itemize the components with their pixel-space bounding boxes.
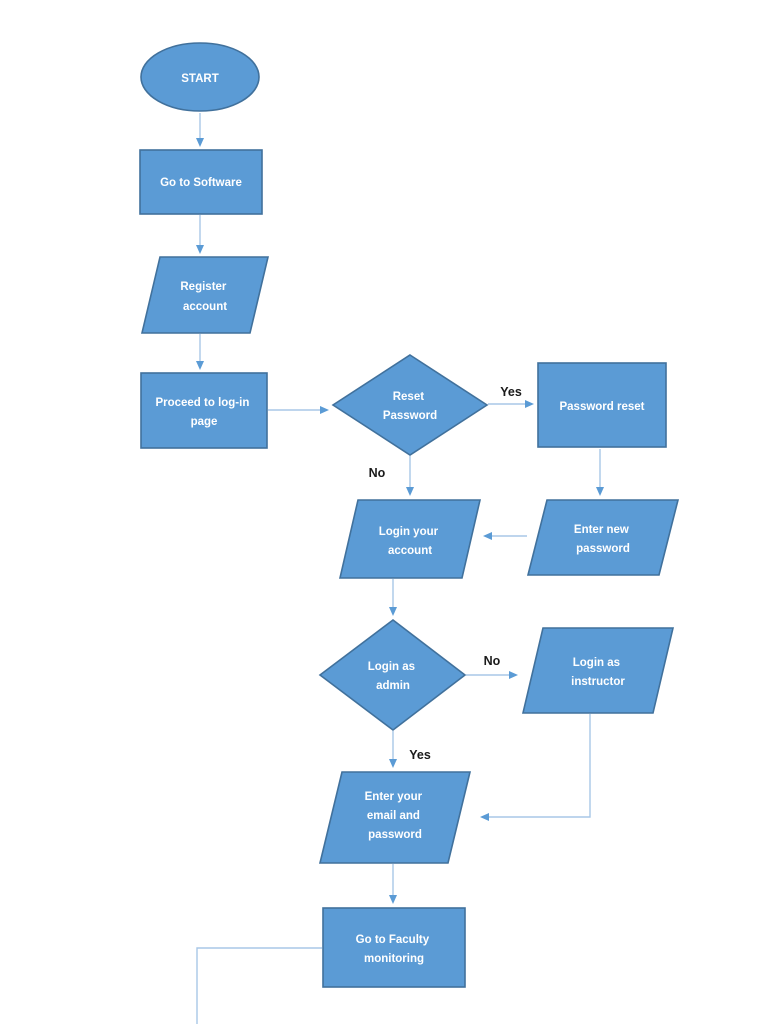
connector-faculty-offpage [196, 947, 322, 1024]
nodes: START Go to Software Register account Pr… [139, 42, 680, 988]
proceed-login-node [140, 372, 268, 449]
go-to-software-node [139, 149, 263, 215]
admin-no-label: No [484, 654, 501, 668]
faculty-monitoring-node [322, 907, 466, 988]
login-as-instructor-node [521, 627, 675, 714]
password-reset-node [537, 362, 667, 448]
enter-email-password-node [318, 771, 472, 864]
register-account-label: Register account [180, 281, 229, 313]
login-your-account-node [338, 499, 482, 579]
login-as-admin-decision-label: Login as admin [368, 661, 418, 692]
reset-yes-label: Yes [500, 385, 522, 399]
register-account-node [140, 256, 270, 334]
password-reset-label: Password reset [559, 401, 644, 413]
reset-password-decision-label: Reset Password [383, 391, 437, 422]
arrow-instructor-to-email-password [480, 714, 591, 821]
go-to-software-label: Go to Software [160, 177, 242, 189]
login-as-admin-decision-node [318, 618, 467, 732]
faculty-monitoring-label: Go to Faculty monitoring [356, 934, 433, 965]
reset-no-label: No [369, 466, 386, 480]
login-your-account-label: Login your account [379, 526, 442, 557]
login-as-instructor-label: Login as instructor [571, 657, 625, 688]
edge-labels: Yes No No Yes [369, 385, 522, 762]
enter-email-password-label: Enter your email and password [365, 791, 426, 841]
admin-yes-label: Yes [409, 748, 431, 762]
enter-new-password-node [526, 499, 680, 576]
start-label: START [181, 73, 218, 85]
connectors [196, 113, 604, 1024]
enter-new-password-label: Enter new password [574, 524, 632, 555]
start-node [140, 42, 260, 112]
proceed-login-label: Proceed to log-in page [155, 397, 252, 428]
reset-password-decision-node [331, 354, 489, 456]
